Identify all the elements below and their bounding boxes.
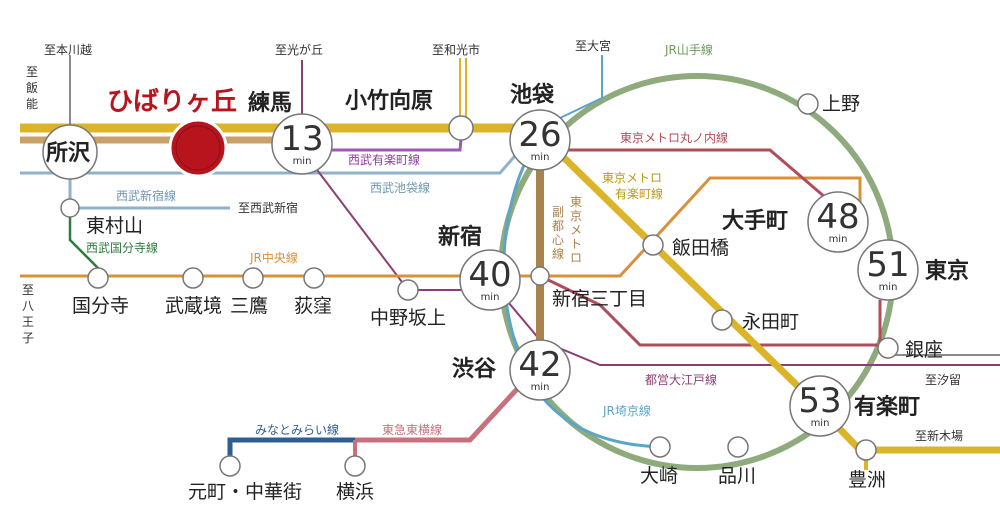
dir-hon-kawagoe: 至本川越: [44, 43, 92, 57]
station-yurakucho: 有楽町: [854, 394, 920, 420]
svg-text:京: 京: [570, 209, 582, 223]
station-kotakemukaihara: 小竹向原: [345, 88, 433, 114]
hibarigaoka-node: [168, 118, 228, 178]
time-otemachi: 48: [816, 197, 859, 237]
label-seibu-ikebukuro: 西武池袋線: [370, 180, 430, 195]
svg-text:副: 副: [552, 205, 564, 219]
hibarigaoka-inner: [175, 125, 221, 171]
station-nagatacho: 永田町: [742, 311, 799, 333]
svg-text:ト: ト: [570, 237, 582, 251]
station-shibuya: 渋谷: [452, 356, 497, 382]
svg-text:能: 能: [26, 97, 38, 111]
time-shibuya: 42: [518, 345, 561, 385]
svg-text:メ: メ: [570, 223, 582, 237]
svg-text:心: 心: [552, 233, 564, 247]
tokyo-node: 51 min: [857, 239, 919, 301]
omiya-branch: [559, 55, 603, 119]
label-metro-yurakucho-2: 有楽町線: [615, 186, 663, 201]
dir-omiya: 至大宮: [575, 38, 611, 53]
marunouchi-line: [539, 148, 882, 347]
label-marunouchi: 東京メトロ丸ノ内線: [620, 130, 728, 145]
station-tokyo: 東京: [925, 258, 969, 284]
svg-text:至: 至: [26, 65, 38, 79]
label-seibu-kokubunji: 西武国分寺線: [86, 240, 158, 255]
dir-hanno: 至 飯 能: [26, 65, 38, 111]
time-tokyo-unit: min: [879, 282, 898, 293]
station-ogikubo: 荻窪: [294, 295, 332, 317]
station-iidabashi: 飯田橋: [672, 237, 729, 259]
station-musashisakai: 武蔵境: [165, 295, 222, 317]
time-shibuya-unit: min: [531, 382, 550, 393]
nerima-node: 13 min: [271, 113, 333, 175]
station-hibarigaoka: ひばりヶ丘: [107, 87, 237, 117]
station-toyosu: 豊洲: [848, 469, 886, 491]
otemachi-node: 48 min: [807, 191, 869, 253]
label-yamanote: JR山手線: [664, 42, 713, 57]
station-shinjuku: 新宿: [438, 224, 482, 250]
station-dots: [60, 93, 899, 477]
minatomirai-line: [227, 437, 355, 466]
svg-text:八: 八: [22, 299, 34, 313]
time-yurakucho: 53: [798, 381, 841, 421]
svg-text:東: 東: [570, 195, 582, 209]
tokorozawa-node: [42, 124, 98, 180]
svg-text:王: 王: [22, 315, 34, 329]
time-ikebukuro-unit: min: [531, 152, 550, 163]
label-toyoko: 東急東横線: [382, 422, 442, 437]
label-chuo: JR中央線: [249, 250, 298, 265]
station-motomachi: 元町・中華街: [188, 481, 302, 503]
svg-text:線: 線: [552, 246, 564, 261]
station-yokohama: 横浜: [336, 481, 374, 503]
label-saikyo: JR埼京線: [602, 403, 651, 418]
station-tokorozawa: 所沢: [46, 141, 91, 166]
shibuya-node: 42 min: [509, 339, 571, 401]
time-ikebukuro: 26: [518, 115, 561, 155]
svg-text:都: 都: [552, 219, 564, 233]
oedo-line: [301, 149, 1000, 366]
label-metro-yurakucho-1: 東京メトロ: [602, 171, 662, 185]
time-otemachi-unit: min: [829, 234, 848, 245]
dir-hikarigaoka: 至光が丘: [275, 42, 323, 57]
svg-text:至: 至: [22, 283, 34, 297]
svg-text:ロ: ロ: [570, 251, 582, 265]
dir-nishi-seibu-shinjuku: 至西武新宿: [238, 200, 298, 215]
dir-hachioji: 至 八 王 子: [22, 283, 34, 345]
label-seibu-shinjuku: 西武新宿線: [116, 188, 176, 203]
label-minatomirai: みなとみらい線: [255, 422, 339, 437]
station-ginza: 銀座: [905, 339, 943, 361]
station-mitaka: 三鷹: [230, 295, 268, 317]
dir-shin-kiba: 至新木場: [915, 428, 963, 443]
svg-text:飯: 飯: [26, 80, 38, 95]
chuo-line: [20, 176, 862, 278]
station-ikebukuro: 池袋: [510, 82, 555, 108]
dir-shiodome: 至汐留: [925, 372, 961, 387]
station-otemachi: 大手町: [722, 209, 788, 234]
svg-text:子: 子: [22, 331, 34, 345]
time-nerima: 13: [280, 119, 323, 159]
ikebukuro-node: 26 min: [509, 109, 571, 171]
station-shinjuku-sanchome: 新宿三丁目: [552, 288, 647, 310]
station-nakanosakaue: 中野坂上: [370, 307, 446, 329]
station-kokubunji: 国分寺: [72, 295, 129, 317]
time-nerima-unit: min: [293, 156, 312, 167]
yurakucho-node: 53 min: [789, 375, 851, 437]
dir-wakoshi: 至和光市: [432, 42, 480, 57]
station-shinagawa: 品川: [718, 465, 756, 487]
label-seibu-yurakucho: 西武有楽町線: [348, 152, 420, 167]
time-yurakucho-unit: min: [811, 418, 830, 429]
station-ueno: 上野: [822, 93, 860, 115]
time-shinjuku: 40: [468, 255, 511, 295]
station-nerima: 練馬: [248, 90, 292, 116]
toyoko-line: [355, 386, 520, 443]
time-tokyo: 51: [866, 245, 909, 285]
station-higashimurayama: 東村山: [86, 215, 143, 237]
time-shinjuku-unit: min: [481, 292, 500, 303]
shinjuku-node: 40 min: [459, 249, 521, 311]
seibu-ikebukuro-line: [20, 149, 522, 175]
label-oedo: 都営大江戸線: [645, 372, 717, 387]
station-osaki: 大崎: [640, 465, 678, 487]
label-fukutoshin: 東 京 メ ト ロ 副 都 心 線: [552, 195, 582, 265]
